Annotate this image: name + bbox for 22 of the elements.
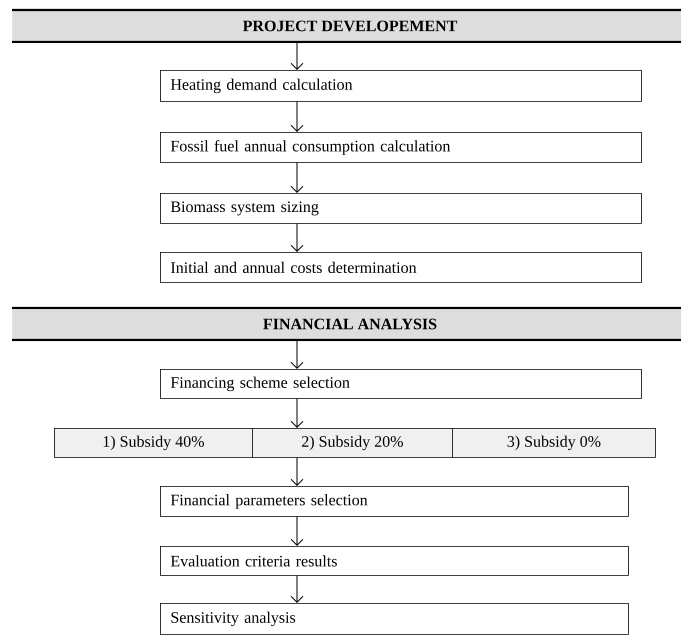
arrow	[290, 398, 304, 428]
process-box: Financial parameters selection	[160, 486, 629, 517]
process-box: Initial and annual costs determination	[160, 252, 642, 283]
arrow	[290, 575, 304, 603]
arrow	[290, 162, 304, 193]
process-box: Financing scheme selection	[160, 369, 642, 399]
option-cell: 1) Subsidy 40%	[54, 428, 253, 458]
arrow	[290, 340, 304, 369]
arrow	[290, 42, 304, 70]
section-header-band: FINANCIAL ANALYSIS	[12, 306, 681, 342]
option-cell: 3) Subsidy 0%	[452, 428, 656, 458]
arrow	[290, 101, 304, 132]
arrow	[290, 223, 304, 252]
arrow	[290, 516, 304, 546]
arrow	[290, 457, 304, 486]
process-box: Heating demand calculation	[160, 70, 642, 102]
process-box: Sensitivity analysis	[160, 603, 629, 635]
process-box: Fossil fuel annual consumption calculation	[160, 132, 642, 163]
process-box: Evaluation criteria results	[160, 546, 629, 576]
option-cell: 2) Subsidy 20%	[252, 428, 453, 458]
section-header-band: PROJECT DEVELOPEMENT	[12, 8, 681, 44]
process-box: Biomass system sizing	[160, 193, 642, 224]
